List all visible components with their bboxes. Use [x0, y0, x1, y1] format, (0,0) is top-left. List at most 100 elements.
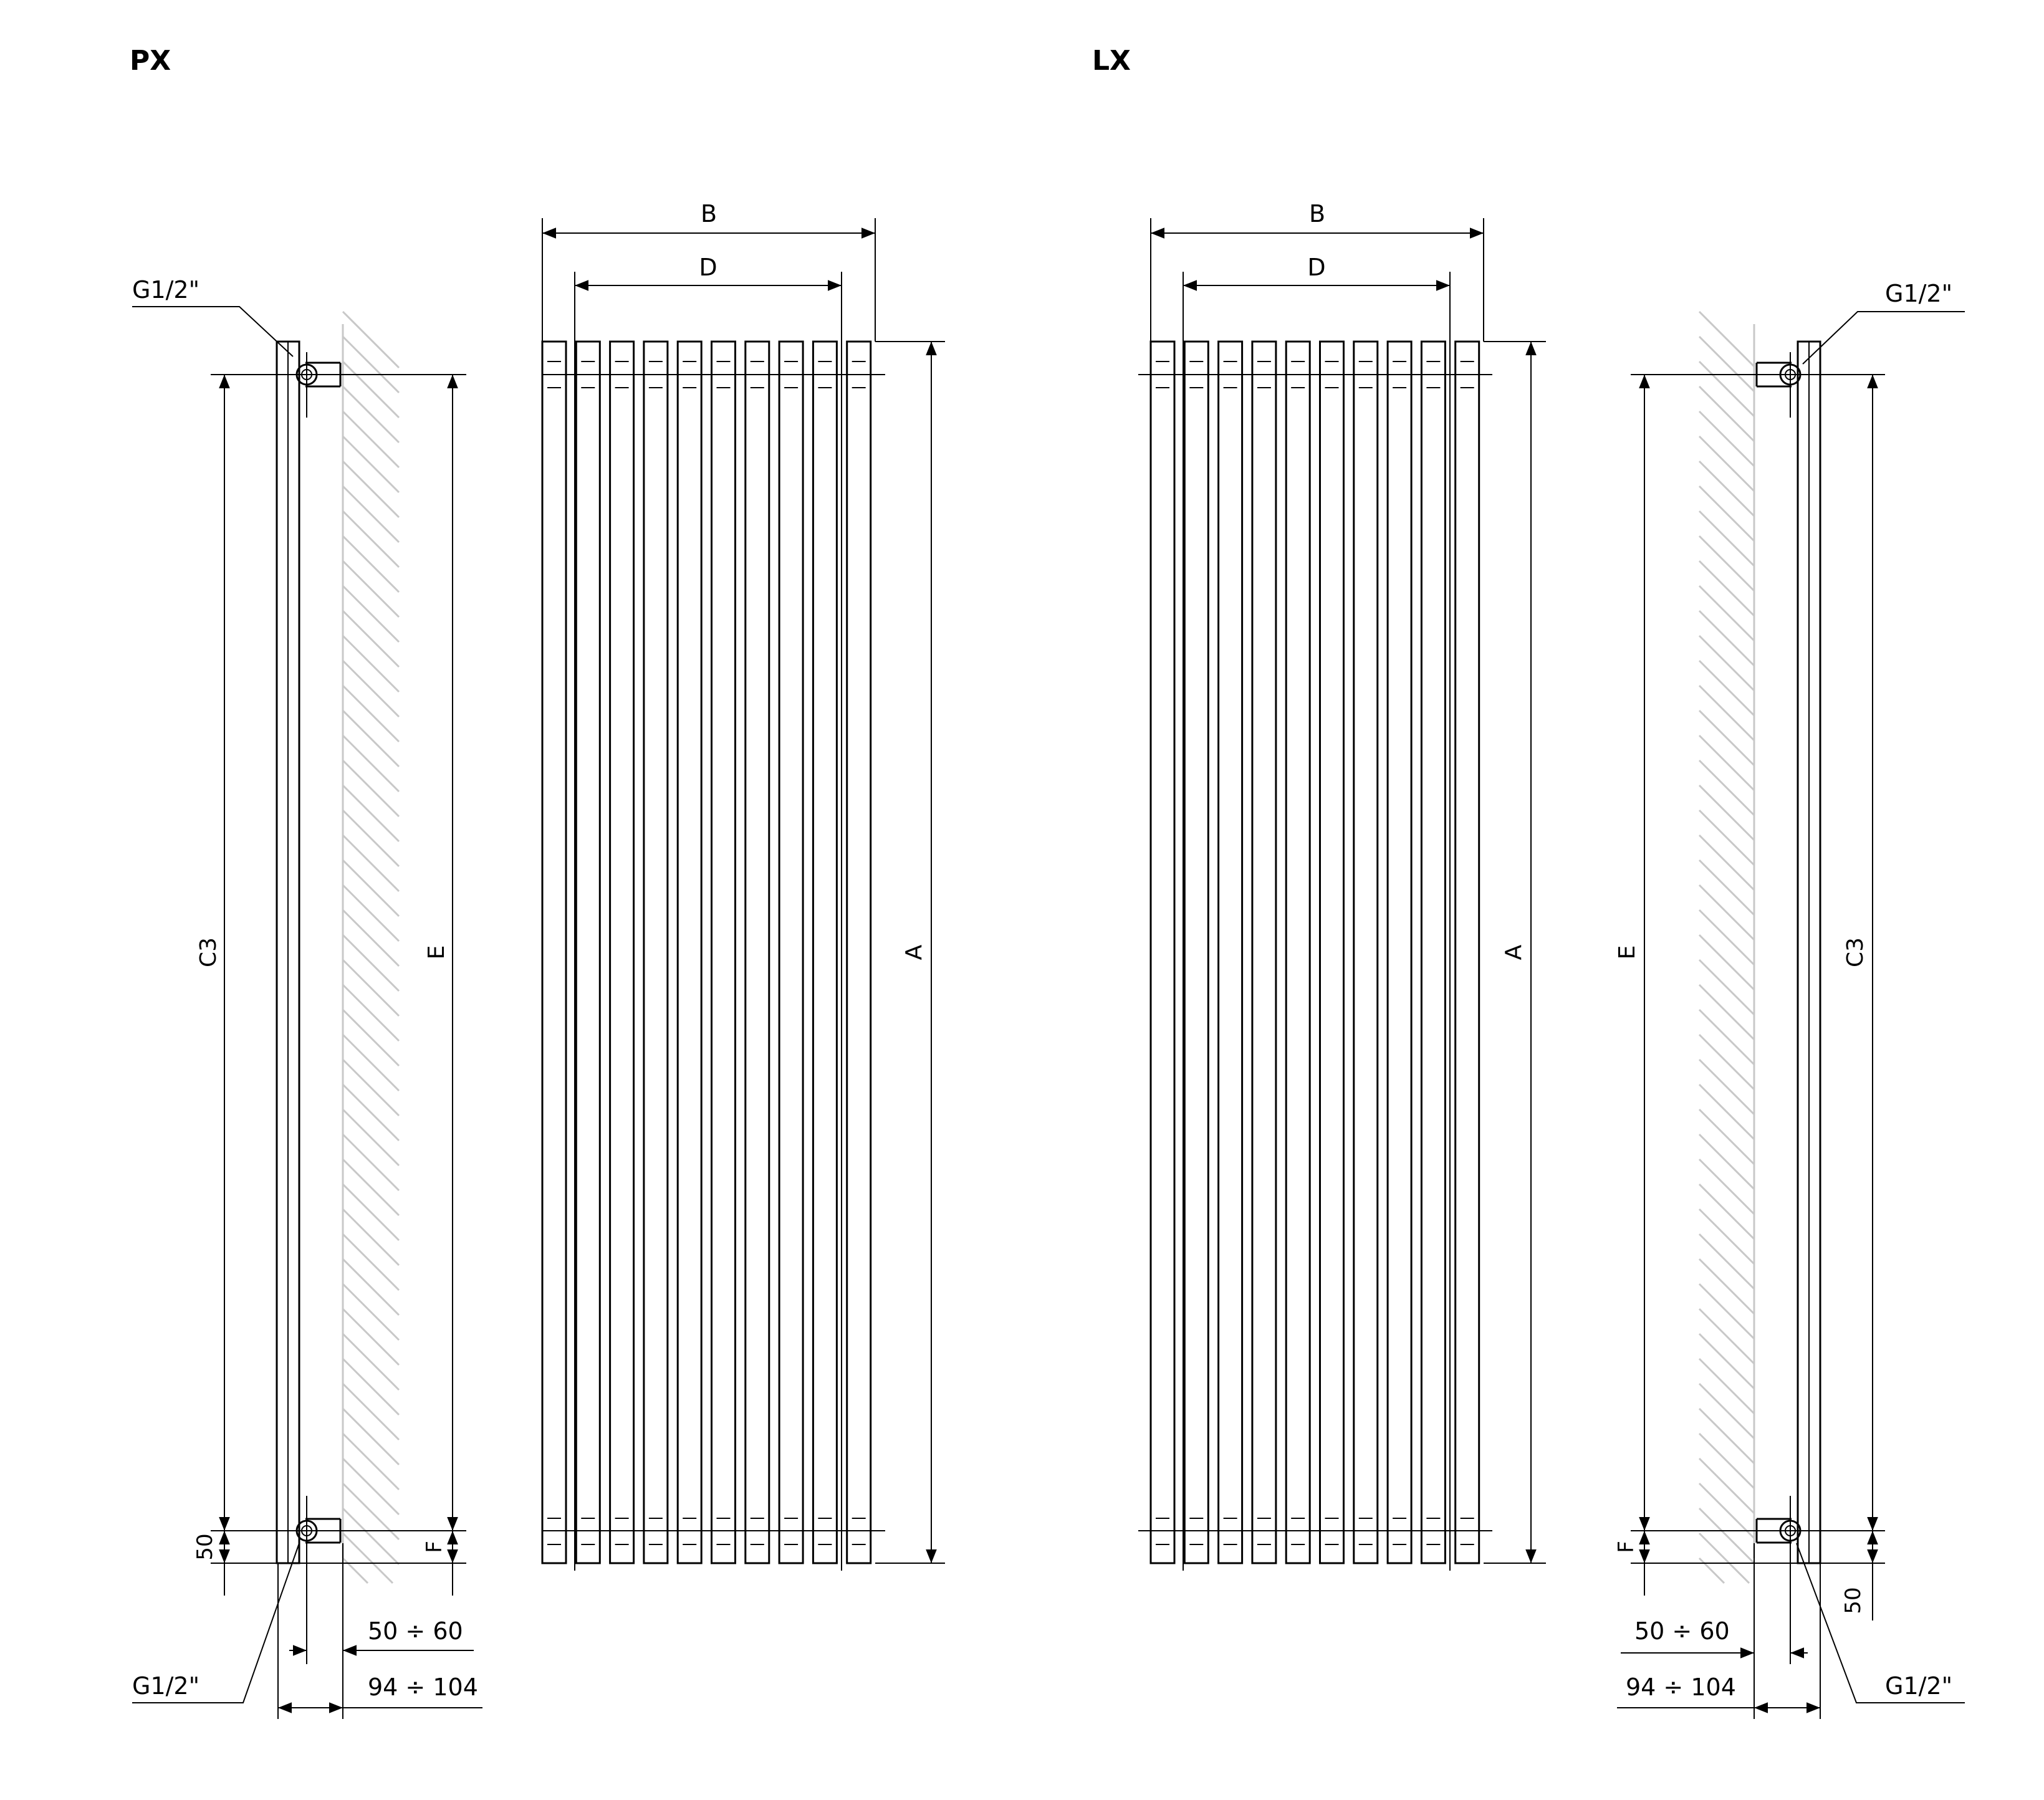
px-wall-hatch: [342, 310, 400, 1584]
px-hatch-line: [342, 510, 400, 568]
lx-hatch-line: [1698, 984, 1755, 1041]
lx-label-g12-top: G1/2": [1885, 280, 1952, 307]
lx-hatch-line: [1698, 1432, 1755, 1490]
lx-hatch-line: [1698, 784, 1755, 841]
lx-hatch-line: [1698, 634, 1755, 692]
lx-hatch-line: [1698, 1233, 1755, 1290]
px-hatch-line: [342, 634, 400, 693]
px-hatch-line: [342, 1208, 400, 1266]
lx-hatch-line: [1698, 560, 1755, 617]
px-hatch-line: [342, 1083, 400, 1142]
px-tube: [846, 340, 872, 1564]
px-hatch-line: [342, 984, 400, 1042]
lx-label-d: D: [1307, 254, 1325, 281]
px-hatch-line: [342, 884, 400, 942]
px-hatch-line: [342, 1283, 400, 1341]
lx-label-depth: 94 ÷ 104: [1626, 1673, 1736, 1701]
px-tube: [711, 340, 736, 1564]
lx-hatch-line: [1698, 1457, 1755, 1515]
lx-hatch-line: [1698, 1083, 1755, 1141]
px-tube: [778, 340, 804, 1564]
lx-tube: [1251, 340, 1277, 1564]
lx-hatch-line: [1698, 335, 1755, 393]
px-hatch-line: [342, 1058, 400, 1117]
lx-radiator-tubes: [1149, 340, 1480, 1564]
px-label-d: D: [699, 254, 717, 281]
px-label-b: B: [701, 200, 717, 227]
px-tube: [609, 340, 635, 1564]
lx-tube: [1217, 340, 1244, 1564]
lx-label-g12-bottom: G1/2": [1885, 1672, 1952, 1700]
lx-tube: [1353, 340, 1379, 1564]
lx-wall-hatch: [1698, 310, 1755, 1584]
lx-hatch-line: [1698, 1507, 1755, 1564]
px-hatch-line: [342, 1507, 400, 1566]
lx-hatch-line: [1698, 1333, 1755, 1390]
px-label-f: F: [422, 1541, 447, 1553]
px-hatch-line: [342, 610, 400, 668]
lx-leader-top: [1802, 311, 1965, 365]
px-hatch-line: [342, 1108, 400, 1167]
lx-hatch-line: [1698, 310, 1755, 368]
lx-hatch-line: [1698, 410, 1755, 467]
px-tube: [541, 340, 567, 1564]
lx-hatch-line: [1698, 1033, 1755, 1091]
lx-hatch-line: [1698, 585, 1755, 642]
px-leader-top: [132, 306, 294, 357]
px-top-valve: [295, 352, 342, 418]
lx-tube: [1183, 340, 1209, 1564]
lx-hatch-line: [1698, 1283, 1755, 1340]
px-tube: [643, 340, 669, 1564]
lx-tube: [1454, 340, 1480, 1564]
px-hatch-line: [342, 1033, 400, 1092]
px-front-view: B D A: [541, 200, 945, 1571]
lx-hatch-line: [1698, 510, 1755, 567]
px-label-wall-gap: 50 ÷ 60: [368, 1617, 463, 1645]
px-hatch-line: [342, 585, 400, 643]
px-hatch-line: [342, 759, 400, 818]
lx-hatch-line: [1698, 809, 1755, 866]
lx-hatch-line: [1698, 834, 1755, 891]
lx-tube: [1319, 340, 1345, 1564]
px-label-g12-bottom: G1/2": [132, 1672, 199, 1700]
lx-hatch-line: [1698, 709, 1755, 767]
lx-hatch-line: [1698, 1258, 1755, 1315]
px-hatch-line: [342, 1258, 400, 1316]
lx-label-e: E: [1615, 945, 1640, 960]
px-side-view: C3 50 E F G1/2" G1/2" 50 ÷ 60 94 ÷ 104: [132, 276, 482, 1719]
px-label-50: 50: [193, 1533, 218, 1560]
lx-hatch-line: [1698, 485, 1755, 542]
lx-hatch-line: [1698, 734, 1755, 792]
px-hatch-line: [342, 1158, 400, 1217]
px-hatch-line: [342, 1407, 400, 1466]
lx-hatch-line: [1698, 859, 1755, 916]
lx-hatch-line: [1698, 610, 1755, 667]
lx-hatch-line: [1698, 1407, 1755, 1465]
px-hatch-line: [342, 360, 400, 419]
px-hatch-line: [342, 909, 400, 967]
px-hatch-line: [342, 1532, 394, 1584]
px-tube: [676, 340, 703, 1564]
lx-hatch-line: [1698, 535, 1755, 592]
px-bottom-valve: [295, 1496, 342, 1583]
px-hatch-line: [342, 1333, 400, 1391]
px-hatch-line: [342, 1308, 400, 1366]
lx-hatch-line: [1698, 1108, 1755, 1166]
px-hatch-line: [342, 859, 400, 917]
lx-hatch-line: [1698, 659, 1755, 717]
lx-tube: [1420, 340, 1446, 1564]
lx-side-view: E F C3 50 G1/2" G1/2" 50 ÷ 60 94 ÷ 104: [1614, 280, 1965, 1719]
lx-hatch-line: [1698, 684, 1755, 742]
px-hatch-line: [342, 1432, 400, 1491]
px-hatch-line: [342, 535, 400, 593]
lx-hatch-line: [1698, 1133, 1755, 1190]
px-hatch-line: [342, 709, 400, 768]
lx-hatch-line: [1698, 1482, 1755, 1539]
lx-hatch-line: [1698, 385, 1755, 443]
px-hatch-line: [342, 335, 400, 394]
px-hatch-line: [342, 659, 400, 718]
lx-hatch-line: [1698, 934, 1755, 991]
lx-hatch-line: [1698, 959, 1755, 1016]
px-hatch-line: [342, 460, 400, 519]
lx-tube: [1386, 340, 1413, 1564]
